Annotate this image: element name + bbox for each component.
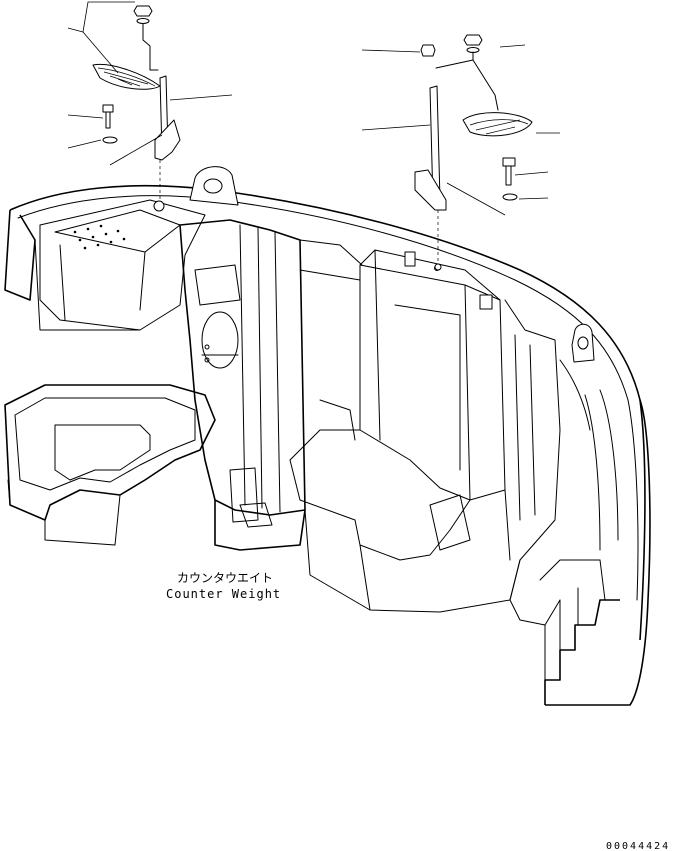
leader-lines	[67, 1, 560, 216]
counter-weight	[4, 166, 651, 706]
work-lamp	[92, 63, 161, 90]
mount-hole	[153, 200, 165, 212]
nut	[463, 34, 483, 46]
lock-washer	[502, 193, 518, 201]
vent-holes	[73, 224, 126, 250]
mount-hole	[434, 263, 442, 271]
nut	[133, 5, 153, 17]
lifting-eye	[189, 166, 239, 206]
bolt-head	[502, 157, 516, 167]
part-name-label: カウンタウエイト Counter Weight	[166, 571, 281, 601]
washer	[136, 18, 150, 24]
bolt-head	[102, 104, 114, 113]
bracket	[154, 119, 181, 161]
drawing-number: 00044424	[606, 841, 670, 851]
work-lamp	[462, 112, 533, 137]
lamp-assembly-left	[92, 5, 181, 212]
lamp-assembly-right	[414, 34, 533, 271]
part-name-jp: カウンタウエイト	[177, 571, 273, 585]
part-name-en: Counter Weight	[166, 587, 281, 601]
lifting-eye-right	[571, 323, 595, 363]
bracket	[414, 169, 447, 211]
lock-washer	[102, 136, 118, 144]
cap	[420, 44, 436, 57]
